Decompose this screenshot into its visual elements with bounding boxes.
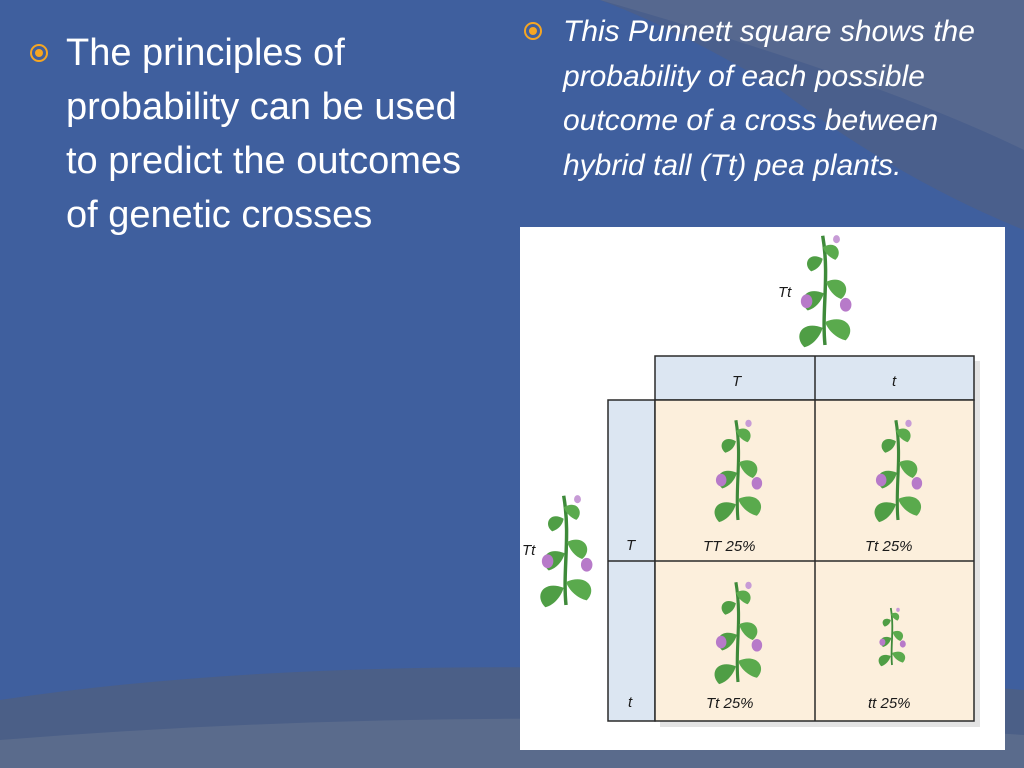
right-bullet-text: This Punnett square shows the probabilit… [563, 15, 975, 182]
cell-Tt-top: Tt 25% [865, 538, 913, 555]
col-header-t: t [892, 373, 897, 390]
left-bullet-text: The principles of probability can be use… [66, 32, 461, 236]
right-bullet-icon [524, 22, 542, 40]
cell-tt: tt 25% [868, 695, 911, 712]
left-parent-genotype: Tt [522, 542, 536, 559]
row-header-t: t [628, 694, 633, 711]
col-header-T: T [732, 373, 743, 390]
left-parent-plant [538, 493, 595, 610]
top-parent-plant [797, 233, 854, 350]
cell-TT: TT 25% [703, 538, 756, 555]
cell-Tt-bottom: Tt 25% [706, 695, 754, 712]
row-header-T: T [626, 537, 637, 554]
top-parent-genotype: Tt [778, 284, 792, 301]
left-bullet-icon [30, 44, 48, 62]
punnett-square-figure: Tt Tt T t T t TT 25% Tt 25% Tt 25% tt 25… [520, 227, 1005, 750]
